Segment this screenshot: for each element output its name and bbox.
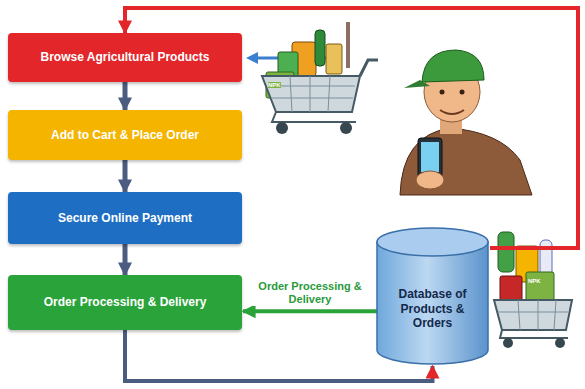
node-text: Order Processing & Delivery <box>44 295 207 309</box>
flow-arrow <box>123 82 128 110</box>
flow-arrow <box>123 244 128 275</box>
node-text: Database of Products & Orders <box>375 261 490 330</box>
node-text: Add to Cart & Place Order <box>51 128 199 142</box>
node-text: Browse Agricultural Products <box>41 50 210 64</box>
package-label: NPK <box>268 82 281 88</box>
leader-arrowhead <box>246 52 258 64</box>
flow-arrow <box>243 309 377 313</box>
database-cylinder: Database of Products & Orders <box>375 226 490 366</box>
process-box: Add to Cart & Place Order <box>8 110 242 160</box>
edge-label: Order Processing & Delivery <box>253 280 367 306</box>
farmer-figure <box>400 50 532 195</box>
flow-arrow <box>123 160 128 192</box>
process-box: Browse Agricultural Products <box>8 33 242 82</box>
node-text: Secure Online Payment <box>58 211 192 225</box>
package-label: NPK <box>528 278 541 284</box>
process-box: Order Processing & Delivery <box>8 275 242 330</box>
process-box: Secure Online Payment <box>8 192 242 244</box>
shopping-cart <box>262 22 378 134</box>
